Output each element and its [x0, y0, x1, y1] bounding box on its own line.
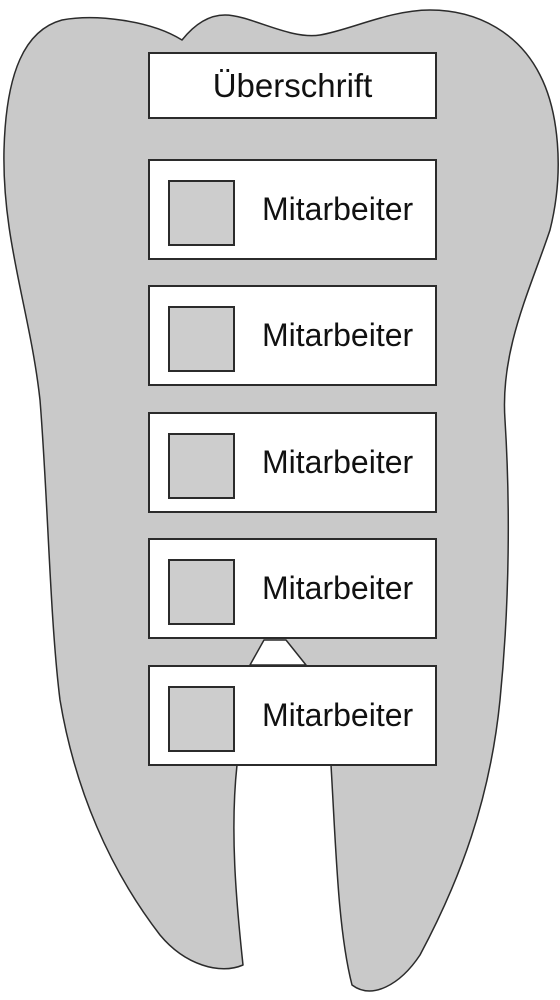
employee-card-2: Mitarbeiter [148, 285, 437, 386]
employee-label: Mitarbeiter [262, 191, 414, 227]
employee-card-1: Mitarbeiter [148, 159, 437, 260]
employee-label: Mitarbeiter [262, 444, 414, 480]
employee-card-3: Mitarbeiter [148, 412, 437, 513]
employee-label: Mitarbeiter [262, 317, 414, 353]
employee-label: Mitarbeiter [262, 697, 414, 733]
employee-photo-placeholder [168, 686, 235, 752]
employee-photo-placeholder [168, 433, 235, 499]
employee-card-4: Mitarbeiter [148, 538, 437, 639]
employee-photo-placeholder [168, 559, 235, 625]
employee-card-5: Mitarbeiter [148, 665, 437, 766]
employee-label: Mitarbeiter [262, 570, 414, 606]
employee-photo-placeholder [168, 306, 235, 372]
employee-photo-placeholder [168, 180, 235, 246]
heading-text: Überschrift [212, 66, 373, 104]
heading-box: Überschrift [148, 52, 437, 119]
